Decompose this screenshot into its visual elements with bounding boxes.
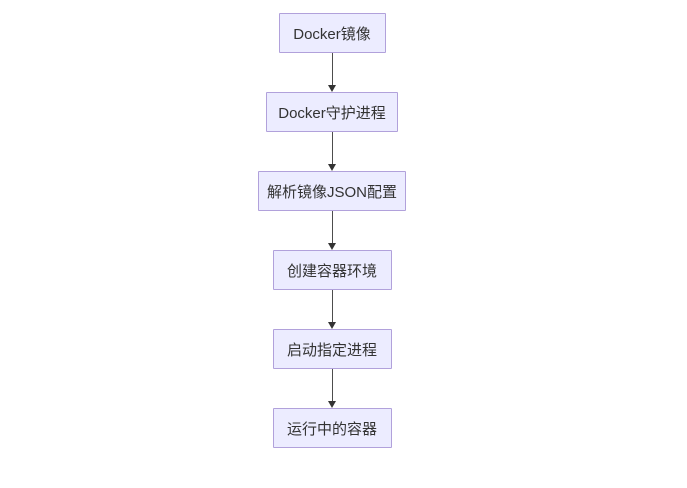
edge-connector bbox=[328, 53, 336, 92]
flow-node-label: Docker镜像 bbox=[293, 25, 371, 43]
flowchart-column: Docker镜像 Docker守护进程 解析镜像JSON配置 创建容器环境 bbox=[258, 13, 406, 448]
flow-node-label: 解析镜像JSON配置 bbox=[266, 183, 397, 201]
flow-node-docker-daemon: Docker守护进程 bbox=[266, 92, 398, 132]
flow-node-create-container-env: 创建容器环境 bbox=[272, 250, 392, 290]
flow-node-label: 创建容器环境 bbox=[286, 262, 377, 280]
flow-node-label: Docker守护进程 bbox=[278, 104, 386, 122]
edge-line bbox=[331, 290, 333, 322]
arrowhead-down-icon bbox=[328, 85, 336, 92]
arrowhead-down-icon bbox=[328, 322, 336, 329]
edge-connector bbox=[328, 211, 336, 250]
flow-node-running-container: 运行中的容器 bbox=[272, 408, 392, 448]
flow-node-parse-json-config: 解析镜像JSON配置 bbox=[258, 171, 406, 211]
edge-line bbox=[331, 211, 333, 243]
arrowhead-down-icon bbox=[328, 243, 336, 250]
edge-connector bbox=[328, 290, 336, 329]
arrowhead-down-icon bbox=[328, 164, 336, 171]
edge-connector bbox=[328, 369, 336, 408]
edge-connector bbox=[328, 132, 336, 171]
arrowhead-down-icon bbox=[328, 401, 336, 408]
edge-line bbox=[331, 53, 333, 85]
flow-node-start-process: 启动指定进程 bbox=[272, 329, 392, 369]
edge-line bbox=[331, 132, 333, 164]
flow-node-label: 启动指定进程 bbox=[286, 341, 377, 359]
flow-node-docker-image: Docker镜像 bbox=[278, 13, 386, 53]
edge-line bbox=[331, 369, 333, 401]
flow-node-label: 运行中的容器 bbox=[286, 420, 377, 438]
